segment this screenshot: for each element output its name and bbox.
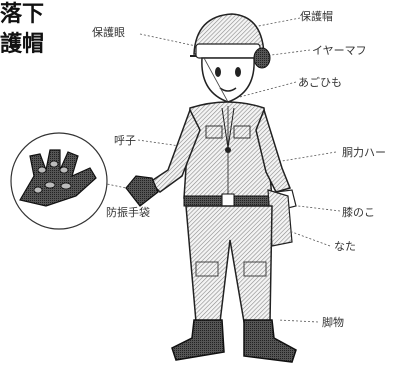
torso (183, 101, 273, 199)
label-earmuff: イヤーマフ (312, 44, 367, 57)
label-chinstrap: あごひも (298, 76, 342, 89)
label-knee-pad: 膝のこ (342, 206, 375, 219)
heading-line-1: 落下 (0, 2, 45, 27)
label-safety-glasses: 保護眼 (92, 26, 125, 39)
glove-detail (10, 132, 108, 230)
legs (185, 205, 273, 323)
label-helmet: 保護帽 (300, 10, 333, 23)
label-hatchet: なた (334, 240, 356, 253)
heading-line-2: 護帽 (0, 32, 45, 57)
label-boots: 脚物 (322, 316, 344, 329)
boots (171, 319, 297, 363)
helmet (190, 13, 271, 69)
label-belt: 胴力ハー (342, 146, 386, 159)
label-whistle: 呼子 (114, 134, 136, 147)
head (201, 57, 255, 103)
label-vibration-gloves: 防振手袋 (106, 206, 150, 219)
